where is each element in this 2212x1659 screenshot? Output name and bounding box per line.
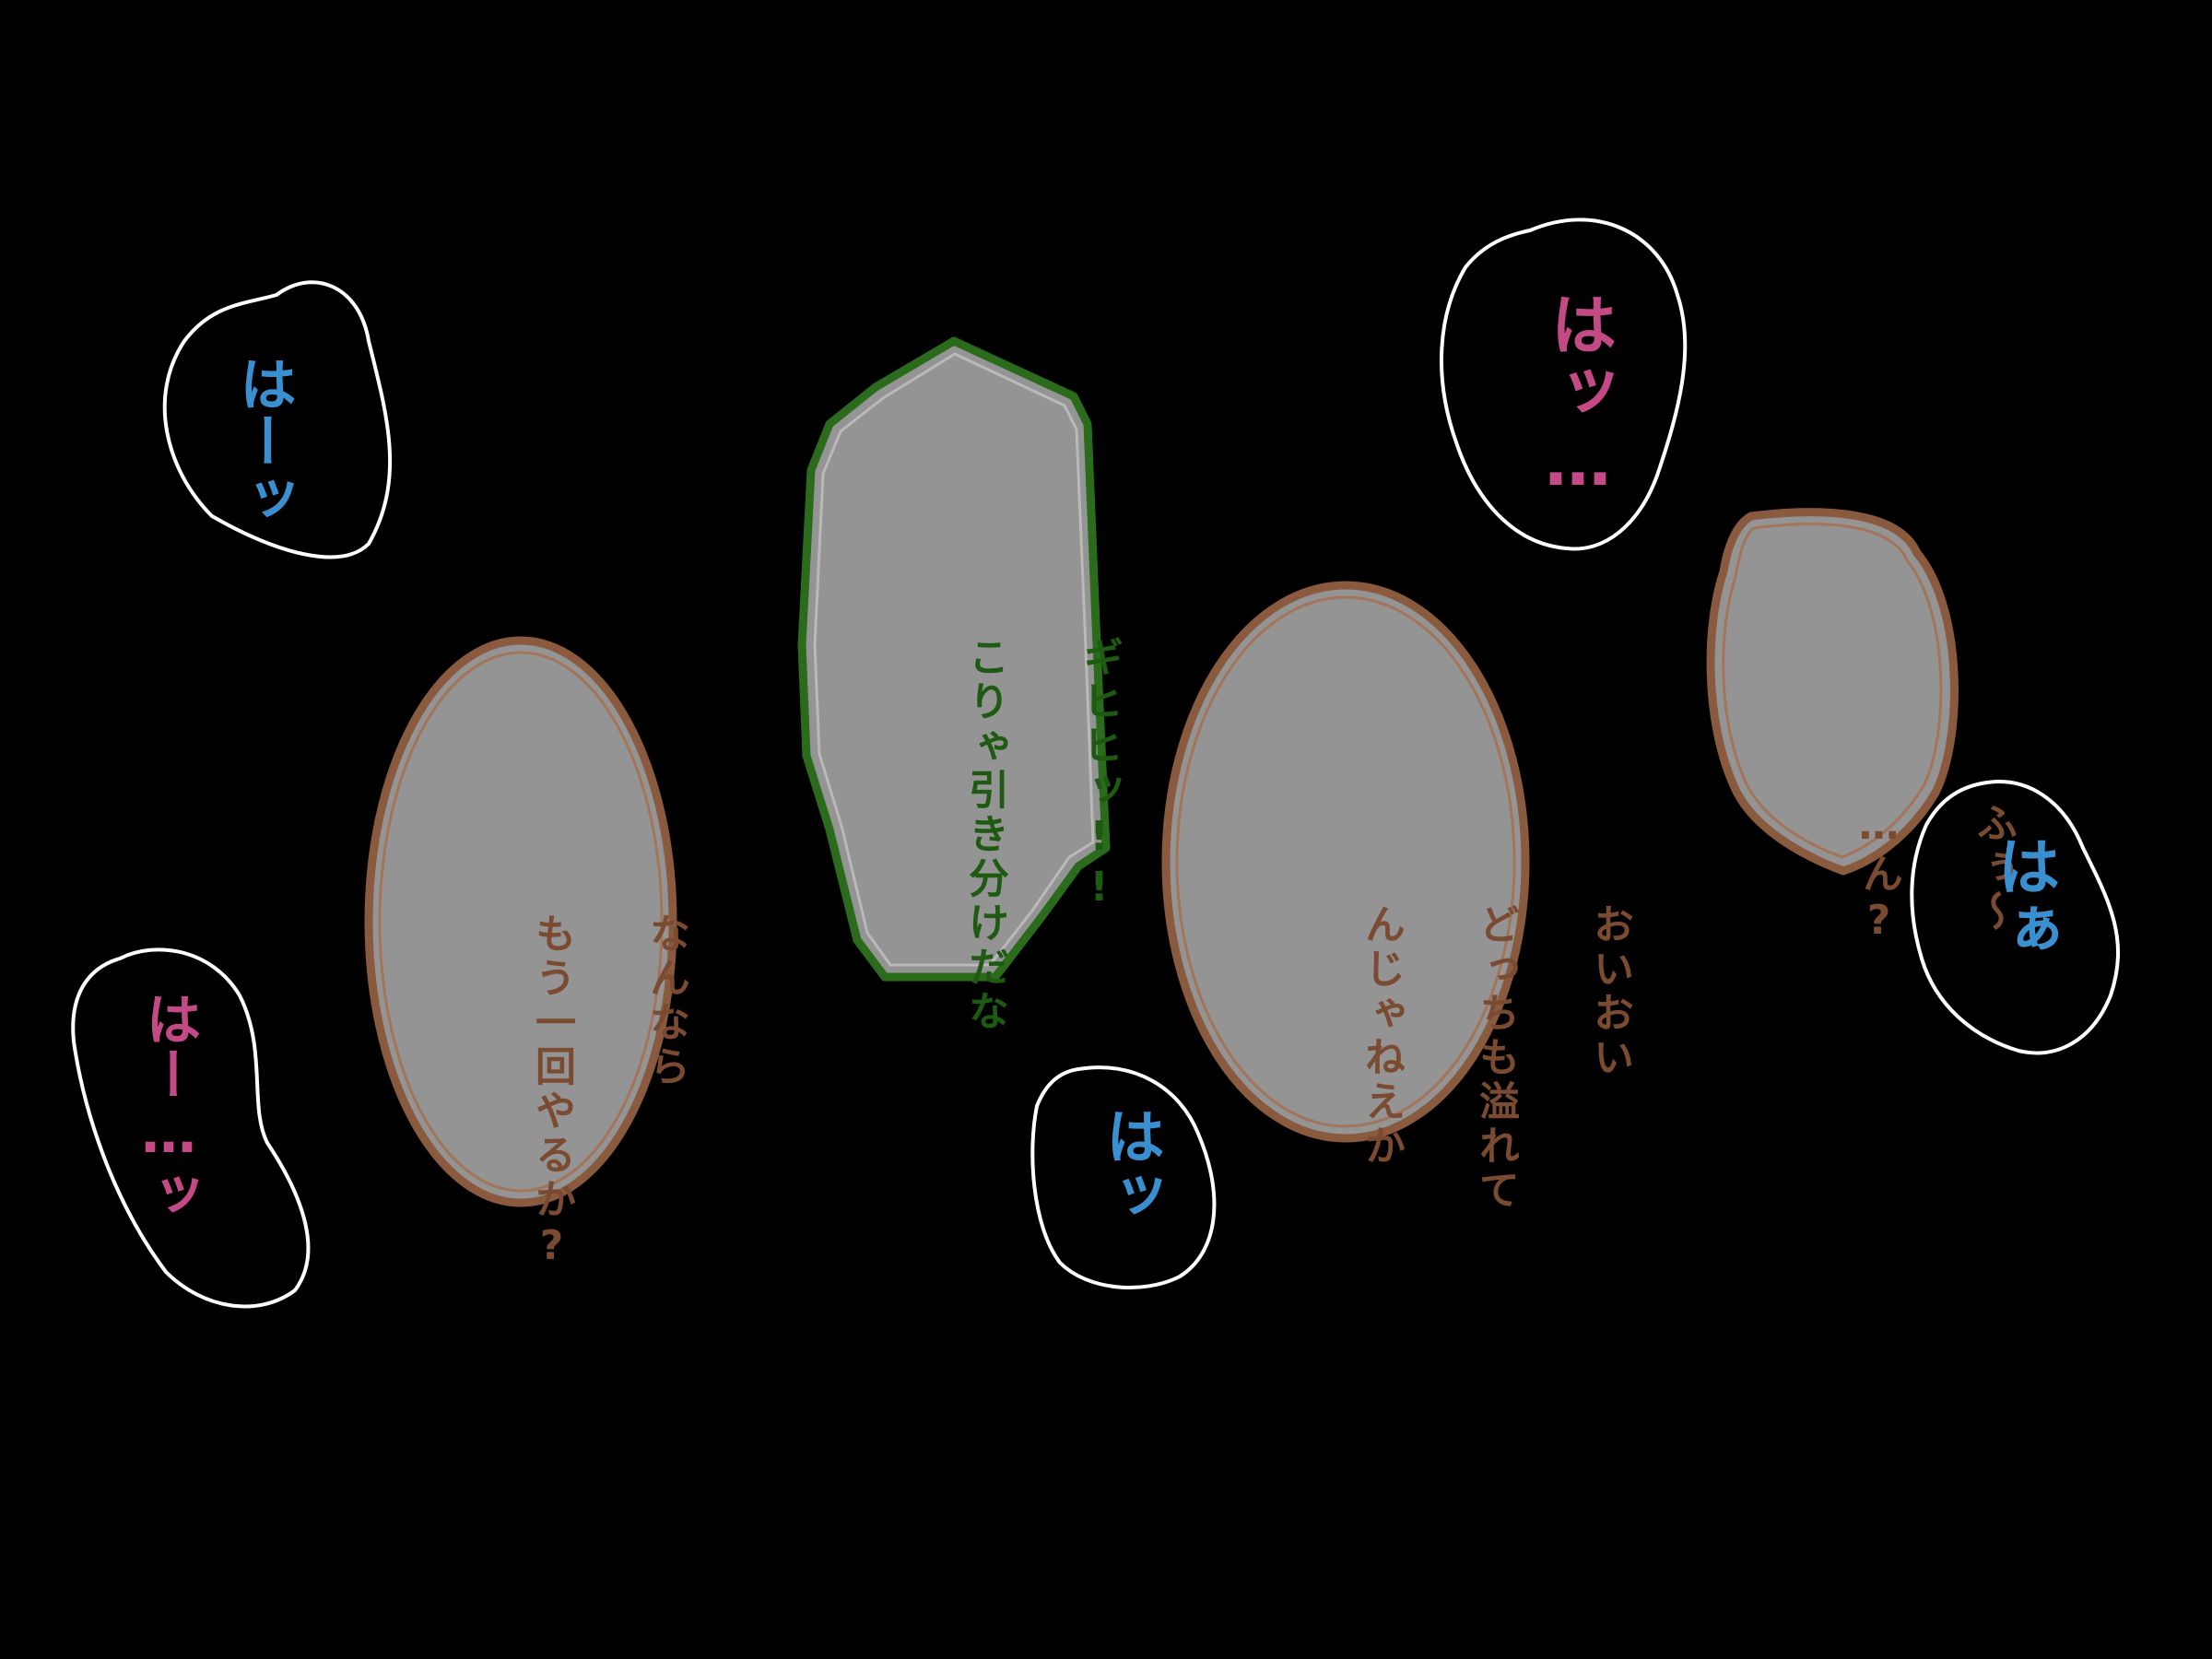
speech-left-line-1: なんなら — [642, 912, 689, 1089]
speech-bubble-center-inner — [1175, 595, 1516, 1128]
speech-right-line-1: ふぅ～ — [1970, 802, 2017, 935]
speech-bubble-left — [364, 636, 677, 1207]
speech-bubble-left-inner — [378, 651, 664, 1193]
sfx-bubble-bottom-mid — [1030, 1065, 1217, 1289]
speech-green-line-2: こりゃ引き分けだな — [961, 636, 1008, 1034]
speech-center-line-2: どっちも溢れて — [1472, 903, 1519, 1213]
sfx-bottom-mid-text: はッ — [1096, 1106, 1164, 1224]
speech-bubble-green-inner — [813, 352, 1095, 967]
speech-bubble-right-inner — [1722, 523, 1943, 859]
speech-green-text: ギヒヒッ!! こりゃ引き分けだな — [899, 433, 1184, 1034]
sfx-far-right-text: はぁ — [1986, 834, 2059, 959]
speech-right-text: ふぅ～ …ん? — [1793, 599, 2078, 947]
sfx-bubble-top-right — [1440, 218, 1688, 551]
speech-bubble-right — [1706, 508, 1959, 876]
sfx-bubble-bottom-left — [71, 947, 311, 1309]
speech-bubble-green-outer — [797, 336, 1111, 982]
speech-left-line-2: もう一回やるか? — [528, 912, 575, 1273]
sfx-bubble-top-left — [162, 280, 393, 559]
sfx-top-right-text: はッ… — [1539, 290, 1617, 500]
sfx-bubble-far-right — [1910, 780, 2121, 1055]
speech-right-line-2: …ん? — [1855, 802, 1902, 947]
speech-center-line-1: おいおい — [1586, 903, 1633, 1080]
speech-green-line-1: ギヒヒッ!! — [1076, 636, 1123, 914]
sfx-top-left-text: はーッ — [229, 355, 297, 526]
speech-center-text: おいおい どっちも溢れて んじゃねえか — [1295, 700, 1695, 1213]
speech-left-text: なんなら もう一回やるか? — [465, 710, 751, 1273]
speech-bubble-center — [1161, 581, 1530, 1143]
speech-center-line-3: んじゃねえか — [1358, 903, 1405, 1169]
sfx-bottom-left-text: はー…ッ — [136, 991, 201, 1221]
